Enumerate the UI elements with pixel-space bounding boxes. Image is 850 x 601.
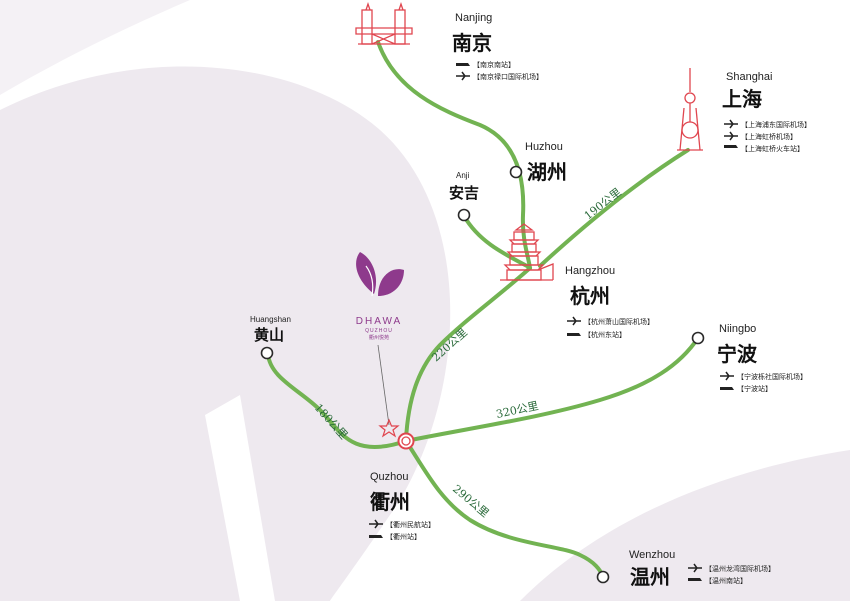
background-stroke <box>205 395 275 601</box>
ningbo-transport: 【宁波栎社国际机场】 【宁波站】 <box>720 371 807 393</box>
brand-name: DHAWA <box>356 316 402 327</box>
hangzhou-transport: 【杭州萧山国际机场】 【杭州东站】 <box>567 316 654 339</box>
transport-label: 【南京南站】 <box>473 60 515 69</box>
plane-icon <box>688 563 702 573</box>
city-en-huangshan: Huangshan <box>250 315 291 324</box>
transport-label: 【上海浦东国际机场】 <box>741 120 811 129</box>
city-cn-quzhou: 衢州 <box>370 490 410 514</box>
background-shape <box>0 0 190 95</box>
route-hangzhou-quzhou <box>404 266 532 442</box>
city-cn-hangzhou: 杭州 <box>570 284 610 308</box>
plane-icon <box>456 71 470 81</box>
route-shanghai-hangzhou <box>538 148 690 268</box>
plane-icon <box>369 519 383 529</box>
train-icon <box>567 333 581 336</box>
train-icon <box>720 387 734 390</box>
shanghai-transport: 【上海浦东国际机场】 【上海虹桥机场】 【上海虹桥火车站】 <box>724 119 811 153</box>
transport-label: 【南京禄口国际机场】 <box>473 72 543 81</box>
distance-quzhou-wenzhou: 290公里 <box>450 482 491 520</box>
city-dot-anji <box>457 208 471 222</box>
transport-label: 【衢州民航站】 <box>386 520 435 529</box>
plane-icon <box>724 119 738 129</box>
plane-icon <box>567 316 581 326</box>
hotel-star-icon <box>378 418 400 438</box>
city-dot-quzhou-inner <box>401 436 411 446</box>
background-shape <box>520 450 850 601</box>
train-icon <box>456 63 470 66</box>
brand-pointer-line <box>377 344 390 426</box>
city-cn-wenzhou: 温州 <box>630 565 670 589</box>
dhawa-logo-icon <box>356 252 404 297</box>
plane-icon <box>724 131 738 141</box>
transport-label: 【上海虹桥机场】 <box>741 132 797 141</box>
quzhou-transport: 【衢州民航站】 【衢州站】 <box>369 519 435 541</box>
route-quzhou-ningbo <box>404 336 700 443</box>
city-dot-ningbo <box>691 331 705 345</box>
transport-label: 【宁波站】 <box>737 384 772 393</box>
city-en-shanghai: Shanghai <box>726 71 773 83</box>
transport-label: 【上海虹桥火车站】 <box>741 144 804 153</box>
city-dot-wenzhou <box>596 570 610 584</box>
city-en-huzhou: Huzhou <box>525 141 563 153</box>
hangzhou-pagoda-icon <box>500 223 554 281</box>
city-en-nanjing: Nanjing <box>455 12 492 24</box>
route-nanjing-hangzhou <box>376 40 532 270</box>
transport-label: 【温州南站】 <box>705 576 747 585</box>
city-dot-huzhou <box>509 165 523 179</box>
transport-label: 【杭州东站】 <box>584 330 626 339</box>
city-cn-huzhou: 湖州 <box>527 160 567 184</box>
train-icon <box>724 145 738 148</box>
brand-sub: QUZHOU <box>365 328 393 334</box>
plane-icon <box>720 371 734 381</box>
city-dot-huangshan <box>260 346 274 360</box>
city-cn-anji: 安吉 <box>449 184 479 202</box>
route-anji-hangzhou <box>462 214 529 268</box>
route-quzhou-wenzhou <box>404 439 605 578</box>
brand-cn: 衢州悦苑 <box>369 334 389 341</box>
city-cn-huangshan: 黄山 <box>254 326 284 344</box>
background-shape <box>0 66 451 601</box>
city-cn-shanghai: 上海 <box>722 87 762 111</box>
city-cn-nanjing: 南京 <box>452 31 492 55</box>
shanghai-tower-icon <box>677 68 703 151</box>
distance-shanghai-hangzhou: 190公里 <box>582 186 624 223</box>
wenzhou-transport: 【温州龙湾国际机场】 【温州南站】 <box>688 563 775 585</box>
nanjing-bridge-icon <box>355 1 413 45</box>
city-en-hangzhou: Hangzhou <box>565 265 615 277</box>
city-cn-ningbo: 宁波 <box>717 342 758 366</box>
nanjing-transport: 【南京南站】 【南京禄口国际机场】 <box>456 60 543 81</box>
city-en-quzhou: Quzhou <box>370 471 409 483</box>
transport-label: 【宁波栎社国际机场】 <box>737 372 807 381</box>
city-en-wenzhou: Wenzhou <box>629 549 675 561</box>
transport-label: 【杭州萧山国际机场】 <box>584 317 654 326</box>
train-icon <box>688 578 702 581</box>
train-icon <box>369 535 383 538</box>
city-dot-quzhou <box>397 432 415 450</box>
city-en-anji: Anji <box>456 171 470 180</box>
transport-label: 【温州龙湾国际机场】 <box>705 564 775 573</box>
route-huangshan-quzhou <box>266 352 408 449</box>
city-en-ningbo: Niingbo <box>719 323 756 335</box>
transport-label: 【衢州站】 <box>386 532 421 541</box>
